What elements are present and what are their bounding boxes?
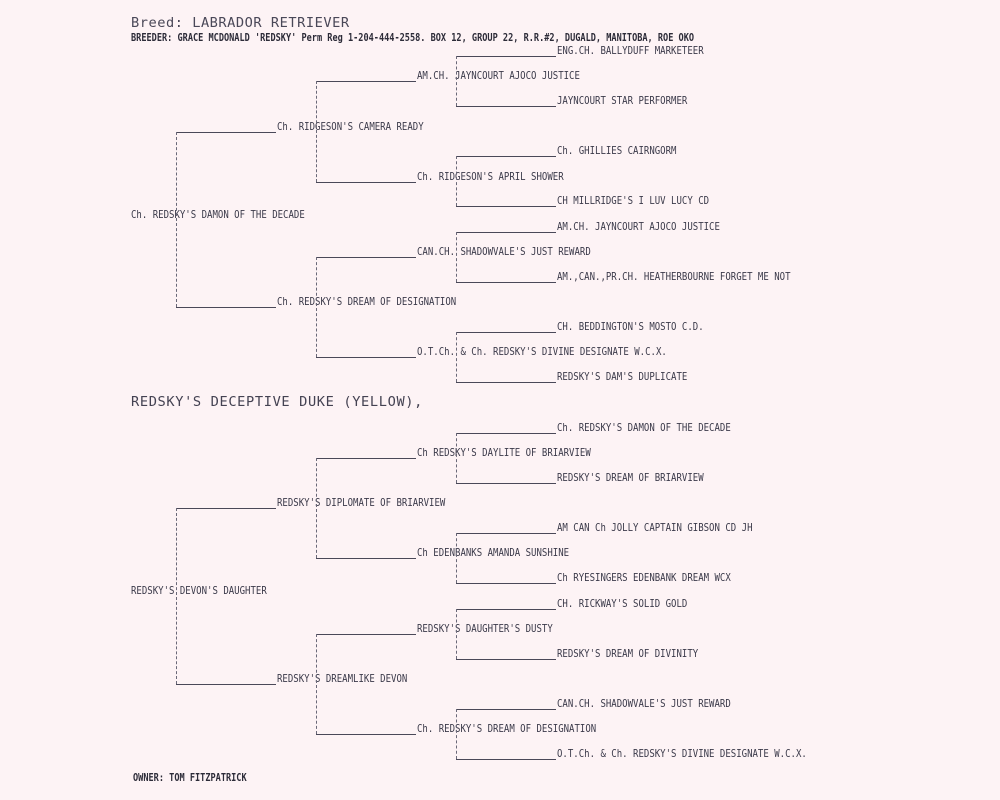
breed-heading: Breed: LABRADOR RETRIEVER bbox=[131, 16, 350, 31]
gen4-name-13: CH. RICKWAY'S SOLID GOLD bbox=[557, 597, 688, 610]
gen4-line-6 bbox=[456, 282, 556, 283]
gen4-line-10 bbox=[456, 483, 556, 484]
dam-dam-name: REDSKY'S DREAMLIKE DEVON bbox=[277, 672, 408, 685]
gen4-name-8: REDSKY'S DAM'S DUPLICATE bbox=[557, 370, 688, 383]
dam-dam-dam-line bbox=[316, 734, 416, 735]
gen4-line-12 bbox=[456, 583, 556, 584]
gen4-connector-2 bbox=[456, 156, 457, 206]
gen4-name-2: JAYNCOURT STAR PERFORMER bbox=[557, 94, 688, 107]
sire-sire-line bbox=[176, 132, 276, 133]
sire-dam-sire-line bbox=[316, 257, 416, 258]
sire-sire-name: Ch. RIDGESON'S CAMERA READY bbox=[277, 120, 424, 133]
gen4-line-1 bbox=[456, 56, 556, 57]
sire-dam-sire-name: CAN.CH. SHADOWVALE'S JUST REWARD bbox=[417, 245, 591, 258]
dam-name: REDSKY'S DEVON'S DAUGHTER bbox=[131, 584, 267, 597]
dam-dam-dam-name: Ch. REDSKY'S DREAM OF DESIGNATION bbox=[417, 722, 597, 735]
sire-sire-connector bbox=[316, 81, 317, 182]
dam-sire-line bbox=[176, 508, 276, 509]
sire-sire-sire-line bbox=[316, 81, 416, 82]
gen4-name-14: REDSKY'S DREAM OF DIVINITY bbox=[557, 647, 699, 660]
dam-connector bbox=[176, 508, 177, 684]
breeder-line: BREEDER: GRACE MCDONALD 'REDSKY' Perm Re… bbox=[131, 31, 695, 44]
gen4-line-14 bbox=[456, 659, 556, 660]
gen4-name-7: CH. BEDDINGTON'S MOSTO C.D. bbox=[557, 320, 704, 333]
gen4-name-15: CAN.CH. SHADOWVALE'S JUST REWARD bbox=[557, 697, 731, 710]
owner-line: OWNER: TOM FITZPATRICK bbox=[133, 771, 247, 784]
gen4-line-5 bbox=[456, 232, 556, 233]
dam-dam-sire-line bbox=[316, 634, 416, 635]
gen4-line-9 bbox=[456, 433, 556, 434]
dam-dam-line bbox=[176, 684, 276, 685]
gen4-name-1: ENG.CH. BALLYDUFF MARKETEER bbox=[557, 44, 704, 57]
gen4-line-11 bbox=[456, 533, 556, 534]
subject-dog-name: REDSKY'S DECEPTIVE DUKE (YELLOW), bbox=[131, 395, 423, 410]
gen4-name-4: CH MILLRIDGE'S I LUV LUCY CD bbox=[557, 194, 710, 207]
sire-dam-dam-name: O.T.Ch. & Ch. REDSKY'S DIVINE DESIGNATE … bbox=[417, 345, 667, 358]
gen4-name-5: AM.CH. JAYNCOURT AJOCO JUSTICE bbox=[557, 220, 720, 233]
gen4-connector-1 bbox=[456, 56, 457, 106]
gen4-name-10: REDSKY'S DREAM OF BRIARVIEW bbox=[557, 471, 704, 484]
gen4-line-15 bbox=[456, 709, 556, 710]
sire-sire-sire-name: AM.CH. JAYNCOURT AJOCO JUSTICE bbox=[417, 69, 580, 82]
gen4-connector-4 bbox=[456, 332, 457, 382]
gen4-connector-5 bbox=[456, 433, 457, 483]
dam-sire-name: REDSKY'S DIPLOMATE OF BRIARVIEW bbox=[277, 496, 446, 509]
sire-name: Ch. REDSKY'S DAMON OF THE DECADE bbox=[131, 208, 305, 221]
dam-dam-sire-name: REDSKY'S DAUGHTER'S DUSTY bbox=[417, 622, 553, 635]
dam-dam-connector bbox=[316, 634, 317, 734]
dam-sire-sire-line bbox=[316, 458, 416, 459]
gen4-name-16: O.T.Ch. & Ch. REDSKY'S DIVINE DESIGNATE … bbox=[557, 747, 807, 760]
gen4-line-16 bbox=[456, 759, 556, 760]
gen4-name-3: Ch. GHILLIES CAIRNGORM bbox=[557, 144, 677, 157]
sire-connector bbox=[176, 132, 177, 307]
gen4-line-7 bbox=[456, 332, 556, 333]
dam-sire-connector bbox=[316, 458, 317, 558]
sire-sire-dam-line bbox=[316, 182, 416, 183]
sire-dam-connector bbox=[316, 257, 317, 357]
gen4-name-12: Ch RYESINGERS EDENBANK DREAM WCX bbox=[557, 571, 731, 584]
gen4-line-4 bbox=[456, 206, 556, 207]
dam-sire-sire-name: Ch REDSKY'S DAYLITE OF BRIARVIEW bbox=[417, 446, 591, 459]
sire-dam-dam-line bbox=[316, 357, 416, 358]
gen4-line-13 bbox=[456, 609, 556, 610]
gen4-name-9: Ch. REDSKY'S DAMON OF THE DECADE bbox=[557, 421, 731, 434]
gen4-line-2 bbox=[456, 106, 556, 107]
dam-sire-dam-line bbox=[316, 558, 416, 559]
gen4-connector-8 bbox=[456, 709, 457, 759]
sire-dam-name: Ch. REDSKY'S DREAM OF DESIGNATION bbox=[277, 295, 457, 308]
gen4-line-3 bbox=[456, 156, 556, 157]
gen4-connector-6 bbox=[456, 533, 457, 583]
gen4-connector-3 bbox=[456, 232, 457, 282]
gen4-name-11: AM CAN Ch JOLLY CAPTAIN GIBSON CD JH bbox=[557, 521, 753, 534]
gen4-name-6: AM.,CAN.,PR.CH. HEATHERBOURNE FORGET ME … bbox=[557, 270, 791, 283]
sire-sire-dam-name: Ch. RIDGESON'S APRIL SHOWER bbox=[417, 170, 564, 183]
dam-sire-dam-name: Ch EDENBANKS AMANDA SUNSHINE bbox=[417, 546, 570, 559]
gen4-line-8 bbox=[456, 382, 556, 383]
gen4-connector-7 bbox=[456, 609, 457, 659]
sire-dam-line bbox=[176, 307, 276, 308]
